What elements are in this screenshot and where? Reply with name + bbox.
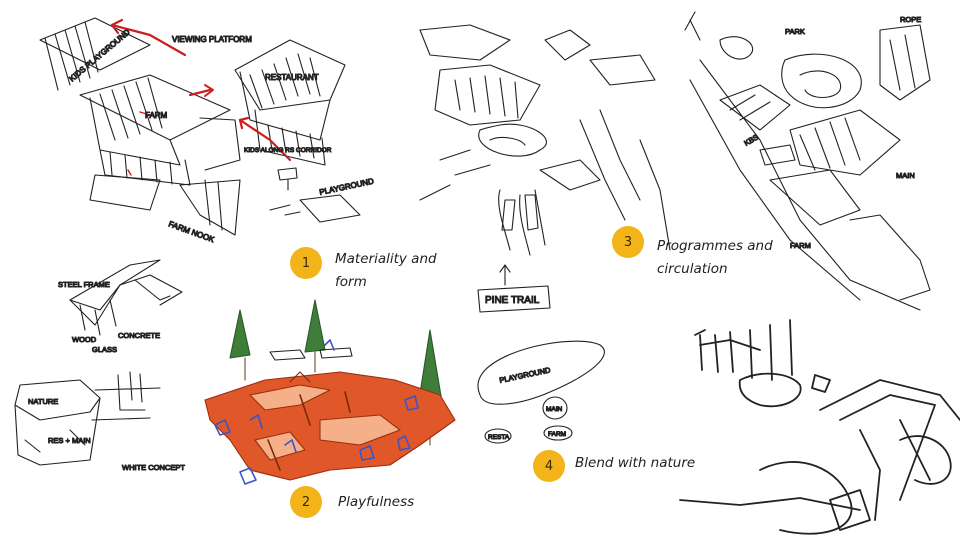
label-main: MAIN — [896, 171, 915, 180]
label-rope: ROPE — [900, 15, 921, 24]
section-number-badge-4: 4 — [533, 450, 565, 482]
section-number-badge-1: 1 — [290, 247, 322, 279]
label-steel-frame: STEEL FRAME — [58, 280, 110, 289]
label-nature: NATURE — [28, 397, 58, 406]
section-caption-1-line1: Materiality and — [335, 251, 437, 267]
label-kids-along-rs: KIDS ALONG RS CORRIDOR — [244, 147, 332, 154]
bubble-diagram-sketch — [477, 340, 605, 444]
res-main-block-sketch — [14, 371, 161, 466]
label-restaurant: RESTAURANT — [265, 73, 319, 82]
label-farm-2: FARM — [790, 241, 811, 250]
label-resta: RESTA — [488, 434, 510, 441]
playful-landscape-sketch — [204, 299, 456, 485]
label-playground: PLAYGROUND — [319, 177, 375, 197]
building-aerial-sketch — [39, 17, 346, 236]
nature-sketch — [679, 319, 960, 535]
section-number-badge-2: 2 — [290, 486, 322, 518]
label-concrete: CONCRETE — [118, 331, 160, 340]
label-wood: WOOD — [72, 335, 97, 344]
label-viewing-platform: VIEWING PLATFORM — [172, 35, 252, 44]
label-pine-trail: PINE TRAIL — [485, 295, 540, 306]
section-caption-2: Playfulness — [338, 494, 415, 510]
label-res-main: RES + MAIN — [48, 436, 91, 445]
roof-detail-sketch — [69, 259, 183, 336]
section-caption-1-line2: form — [335, 274, 367, 290]
label-white-concept: WHITE CONCEPT — [122, 463, 185, 472]
park-circulation-sketch — [684, 11, 931, 311]
label-farm: FARM — [145, 111, 168, 120]
playground-sign-sketch — [269, 167, 361, 223]
label-farm-nook: FARM NOOK — [167, 219, 216, 244]
section-caption-1: Materiality and form — [335, 248, 437, 294]
section-caption-4: Blend with nature — [575, 455, 696, 471]
label-kbs: KBS — [743, 132, 761, 147]
section-number-badge-3: 3 — [612, 226, 644, 258]
label-park: PARK — [785, 27, 805, 36]
circulation-sketch — [419, 24, 671, 313]
section-caption-3: Programmes and circulation — [657, 235, 773, 281]
label-glass: GLASS — [92, 345, 117, 354]
label-playground-2: PLAYGROUND — [499, 365, 552, 385]
section-caption-3-line2: circulation — [657, 261, 728, 277]
label-farm-3: FARM — [548, 431, 566, 438]
label-main-2: MAIN — [546, 406, 563, 413]
section-caption-3-line1: Programmes and — [657, 238, 773, 254]
label-kids-playground: KIDS PLAYGROUND — [68, 27, 132, 83]
